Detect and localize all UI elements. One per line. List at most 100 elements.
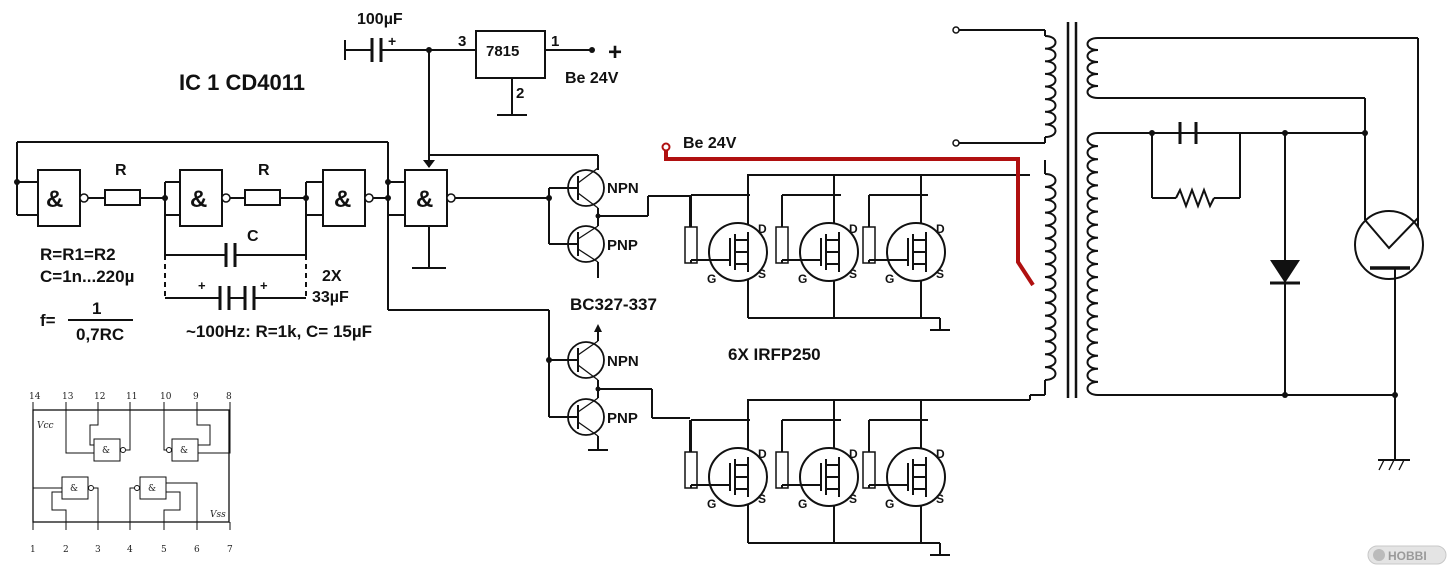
pin-number-bottom: 4 <box>127 545 133 555</box>
pnp-transistor-bottom <box>548 310 690 451</box>
reg-pin3: 3 <box>458 33 466 50</box>
pin-d-label: D <box>758 447 767 461</box>
pin-number-top: 13 <box>62 392 74 402</box>
pin-gate-b: & <box>180 446 188 456</box>
mosfet-1: D S G <box>684 194 768 286</box>
pin-number-top: 10 <box>160 392 172 402</box>
vcc-label: Vcc <box>37 421 54 431</box>
watermark-text: HOBBI <box>1388 549 1427 563</box>
pin-s-label: S <box>936 492 944 506</box>
pin-s-label: S <box>849 267 857 281</box>
reg-pin1: 1 <box>551 33 559 50</box>
cap2x-value: 33µF <box>312 289 349 306</box>
freq-denominator: 0,7RC <box>76 325 124 344</box>
nand-gate-1 <box>37 169 89 227</box>
mosfet-2: D S G <box>775 194 859 286</box>
pin-d-label: D <box>936 222 945 236</box>
freq-f: f= <box>40 311 56 330</box>
npn-label-bottom: NPN <box>607 353 639 370</box>
pin-number-top: 12 <box>94 392 105 402</box>
equation-c: C=1n...220µ <box>40 267 134 286</box>
regulator-7815 <box>475 30 595 116</box>
pin-d-label: D <box>936 447 945 461</box>
pinout-gates <box>32 402 231 530</box>
cap-label-c: C <box>247 228 259 245</box>
pin-g-label: G <box>707 272 716 286</box>
coil-secondary-b <box>1086 132 1099 396</box>
pin-d-label: D <box>849 447 858 461</box>
coil-aux <box>1044 35 1057 138</box>
secondary-circuit <box>1098 37 1424 471</box>
transistor-type: BC327-337 <box>570 295 657 314</box>
pin-g-label: G <box>798 497 807 511</box>
pin-s-label: S <box>849 492 857 506</box>
supply-label-red: Be 24V <box>683 135 737 152</box>
gate3-symbol: & <box>334 186 351 213</box>
pin-s-label: S <box>758 492 766 506</box>
gate2-symbol: & <box>190 186 207 213</box>
pin-number-bottom: 2 <box>63 545 69 555</box>
pnp-transistor-top <box>548 188 690 278</box>
pin-number-top: 9 <box>193 392 199 402</box>
pin-g-label: G <box>885 272 894 286</box>
pin-number-top: 8 <box>226 392 232 402</box>
pin-s-label: S <box>758 267 766 281</box>
npn-transistor-bottom <box>549 324 605 381</box>
coil-primary <box>1044 173 1057 381</box>
ic-title: IC 1 CD4011 <box>179 70 305 95</box>
mosfet-2: D S G <box>775 419 859 511</box>
supply-label-top: Be 24V <box>565 70 619 87</box>
cap-plus-a: + <box>198 278 206 293</box>
pin-number-bottom: 3 <box>95 545 101 555</box>
mosfet-count: 6X IRFP250 <box>728 345 821 364</box>
mosfet-1: D S G <box>684 419 768 511</box>
vss-label: Vss <box>210 510 226 520</box>
pin-number-bottom: 1 <box>30 545 36 555</box>
pnp-label-top: PNP <box>607 237 638 254</box>
supply-wire-red <box>661 142 1035 287</box>
freq-numerator: 1 <box>92 299 101 318</box>
nand-gate-2 <box>179 169 231 227</box>
watermark-logo: HOBBI <box>1367 545 1447 565</box>
oscillator-wiring <box>14 141 598 363</box>
mosfet-bank-top: D S G D S G D S G <box>684 174 1030 331</box>
mosfet-3: D S G <box>862 194 946 286</box>
res-label-2: R <box>258 162 270 179</box>
pin-d-label: D <box>758 222 767 236</box>
cap2x-label: 2X <box>322 268 342 285</box>
coil-secondary-a <box>1086 37 1099 99</box>
pin-g-label: G <box>798 272 807 286</box>
freq-example: ~100Hz: R=1k, C= 15µF <box>186 322 372 341</box>
cap-plus-b: + <box>260 278 268 293</box>
cap-plus: + <box>388 33 396 49</box>
pin-s-label: S <box>936 267 944 281</box>
pin-gate-d: & <box>148 484 156 494</box>
pin-g-label: G <box>885 497 894 511</box>
input-capacitor <box>344 38 476 62</box>
pin-gate-a: & <box>102 446 110 456</box>
gate1-symbol: & <box>46 186 63 213</box>
pnp-label-bottom: PNP <box>607 410 638 427</box>
pin-gate-c: & <box>70 484 78 494</box>
res-label-1: R <box>115 162 127 179</box>
pin-number-top: 11 <box>126 392 137 402</box>
regulator-label: 7815 <box>486 43 519 60</box>
pin-number-bottom: 5 <box>161 545 167 555</box>
gate4-symbol: & <box>416 186 433 213</box>
transformer <box>952 22 1099 400</box>
npn-transistor-top <box>549 155 605 209</box>
mosfet-3: D S G <box>862 419 946 511</box>
plus-sign: + <box>608 39 622 66</box>
equation-r: R=R1=R2 <box>40 245 116 264</box>
reg-pin2: 2 <box>516 85 524 102</box>
optional-capacitors <box>164 255 307 310</box>
cap-value: 100µF <box>357 11 403 28</box>
pin-number-top: 14 <box>29 392 41 402</box>
mosfet-bank-bottom: D S G D S G D S G <box>684 399 1030 556</box>
npn-label-top: NPN <box>607 180 639 197</box>
pin-number-bottom: 7 <box>227 545 233 555</box>
pin-d-label: D <box>849 222 858 236</box>
pin-g-label: G <box>707 497 716 511</box>
